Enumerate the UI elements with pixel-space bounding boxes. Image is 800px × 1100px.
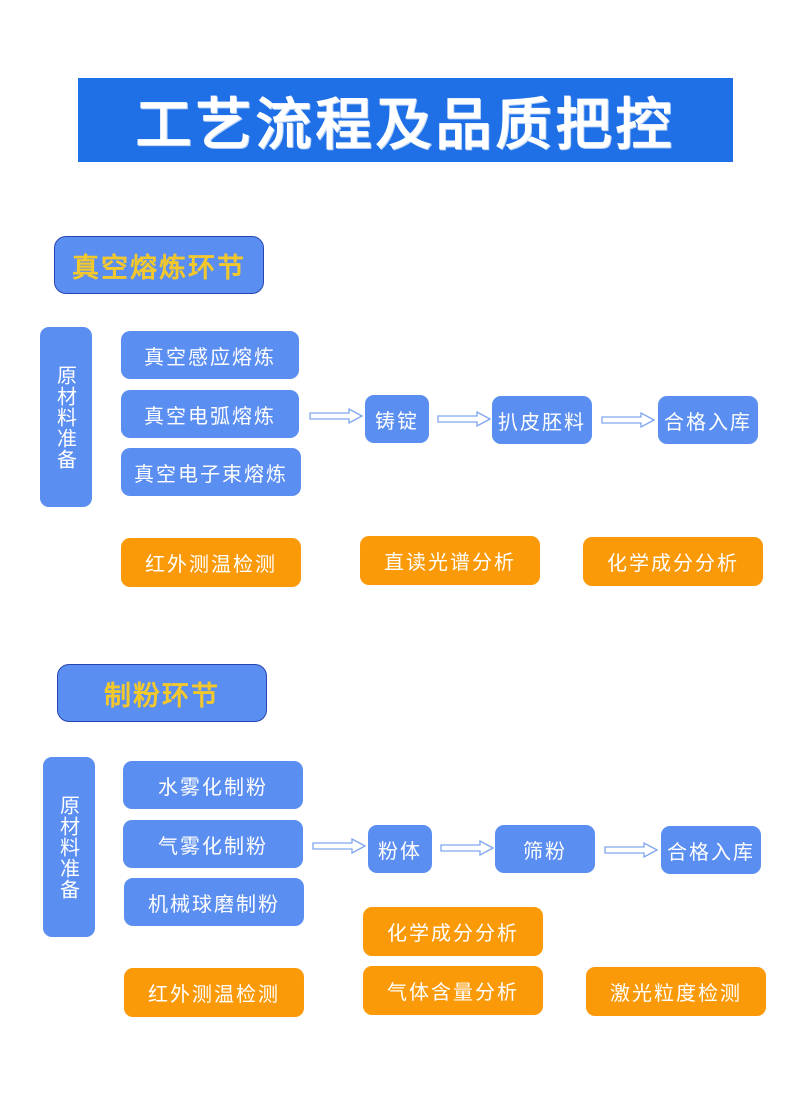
section-header-vacuum-melting: 真空熔炼环节 bbox=[54, 236, 264, 294]
check-box-infrared-temp-2: 红外测温检测 bbox=[124, 968, 304, 1017]
flow-arrow bbox=[604, 842, 658, 858]
method-box-water-atomization: 水雾化制粉 bbox=[123, 761, 303, 809]
step-box-powder: 粉体 bbox=[368, 825, 432, 873]
method-box-vacuum-induction: 真空感应熔炼 bbox=[121, 331, 299, 379]
method-box-ball-milling: 机械球磨制粉 bbox=[124, 878, 304, 926]
method-box-vacuum-electron-beam: 真空电子束熔炼 bbox=[121, 448, 301, 496]
check-box-gas-content: 气体含量分析 bbox=[363, 966, 543, 1015]
flow-arrow bbox=[437, 411, 491, 427]
step-box-qualified-storage-2: 合格入库 bbox=[661, 826, 761, 874]
raw-material-prep-box-1: 原材料准备 bbox=[40, 327, 92, 507]
flow-arrow bbox=[601, 412, 655, 428]
method-box-gas-atomization: 气雾化制粉 bbox=[123, 820, 303, 868]
flow-arrow bbox=[309, 408, 363, 424]
check-box-laser-particle-size: 激光粒度检测 bbox=[586, 967, 766, 1016]
step-box-qualified-storage: 合格入库 bbox=[658, 396, 758, 444]
check-box-direct-reading-spectral: 直读光谱分析 bbox=[360, 536, 540, 585]
step-box-peeling-billet: 扒皮胚料 bbox=[492, 396, 592, 444]
step-box-ingot: 铸锭 bbox=[365, 395, 429, 443]
check-box-infrared-temp: 红外测温检测 bbox=[121, 538, 301, 587]
check-box-chemical-composition-2: 化学成分分析 bbox=[363, 907, 543, 956]
raw-material-prep-box-2: 原材料准备 bbox=[43, 757, 95, 937]
flow-arrow bbox=[440, 840, 494, 856]
check-box-chemical-composition: 化学成分分析 bbox=[583, 537, 763, 586]
page-title: 工艺流程及品质把控 bbox=[78, 78, 733, 162]
flow-arrow bbox=[312, 838, 366, 854]
step-box-sieving: 筛粉 bbox=[495, 825, 595, 873]
method-box-vacuum-arc: 真空电弧熔炼 bbox=[121, 390, 299, 438]
section-header-powder-making: 制粉环节 bbox=[57, 664, 267, 722]
